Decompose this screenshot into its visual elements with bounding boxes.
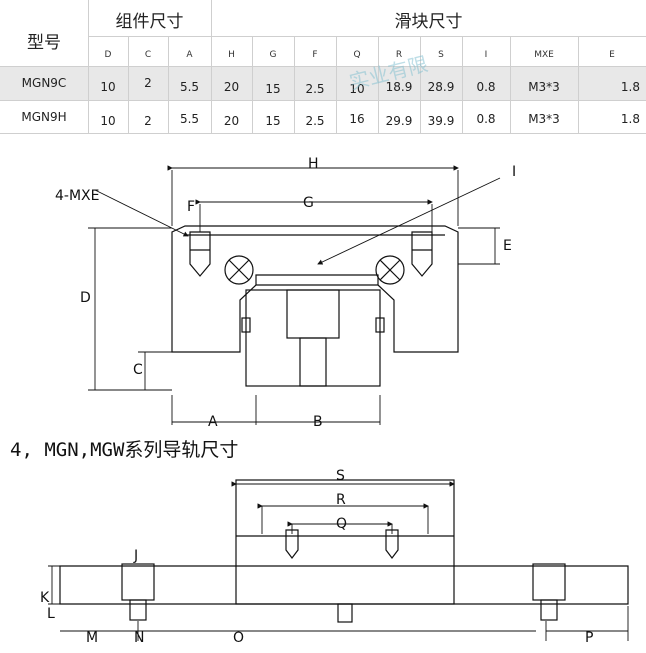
row1-s: 28.9 xyxy=(427,80,455,94)
label-4-mxe: 4-MXE xyxy=(55,188,99,204)
row1-i: 0.8 xyxy=(476,80,496,94)
label-m: M xyxy=(86,630,98,646)
label-q: Q xyxy=(336,516,347,532)
row1-g: 15 xyxy=(265,82,281,96)
label-n: N xyxy=(134,630,144,646)
top-screw-right xyxy=(385,529,399,559)
group-header: 组件尺寸 xyxy=(115,11,184,32)
row1-r: 18.9 xyxy=(385,80,413,94)
label-l: L xyxy=(47,606,55,622)
label-e: E xyxy=(503,238,512,254)
label-h: H xyxy=(308,156,319,172)
ball-left xyxy=(224,255,254,285)
rail-outline xyxy=(59,565,629,605)
row2-a: 5.5 xyxy=(179,112,200,126)
row2-model: MGN9H xyxy=(21,110,67,124)
grid-line xyxy=(0,66,646,67)
rail-center-block xyxy=(286,289,340,339)
col-header-e: E xyxy=(609,50,615,60)
row2-i: 0.8 xyxy=(476,112,496,126)
row2-c: 2 xyxy=(144,114,152,128)
grid-line xyxy=(88,0,89,133)
label-g: G xyxy=(303,195,314,211)
label-b: B xyxy=(313,414,323,430)
grid-line xyxy=(420,36,421,133)
top-screw-left xyxy=(285,529,299,559)
row1-f: 2.5 xyxy=(305,82,325,96)
row1-c: 2 xyxy=(144,76,152,90)
row1-model: MGN9C xyxy=(21,76,67,90)
slider-cross-section-diagram: 4-MXE H F G I E D C A B xyxy=(55,156,516,430)
row2-q: 16 xyxy=(349,112,365,126)
grid-line xyxy=(462,36,463,133)
row1-e: 1.8 xyxy=(620,80,640,94)
row2-s: 39.9 xyxy=(427,114,455,128)
grid-line xyxy=(510,36,511,133)
label-s: S xyxy=(336,468,345,484)
grid-line xyxy=(294,36,295,133)
row2-e: 1.8 xyxy=(620,112,640,126)
col-header-i: I xyxy=(484,50,488,60)
row2-f: 2.5 xyxy=(305,114,325,128)
section-title: 4, MGN,MGW系列导轨尺寸 xyxy=(10,439,239,461)
rail-hole-middle xyxy=(337,603,353,623)
grid-line xyxy=(578,36,579,133)
row2-mxe: M3*3 xyxy=(528,112,560,126)
row1-d: 10 xyxy=(100,80,116,94)
grid-line xyxy=(211,0,212,133)
grid-line xyxy=(0,100,646,101)
label-d: D xyxy=(80,290,91,306)
grid-line xyxy=(168,36,169,133)
row2-g: 15 xyxy=(265,114,281,128)
col-header-h: H xyxy=(228,50,235,60)
grid-line xyxy=(88,36,646,37)
label-j: J xyxy=(133,548,138,564)
label-p: P xyxy=(585,630,593,646)
rail-hole-right xyxy=(532,563,566,601)
row1-mxe: M3*3 xyxy=(528,80,560,94)
spec-table: 型号 组件尺寸 滑块尺寸 D C A H G F Q R S I MXE E M… xyxy=(0,0,646,140)
row2-r: 29.9 xyxy=(385,114,413,128)
label-c: C xyxy=(133,362,143,378)
label-o: O xyxy=(233,630,244,646)
label-f: F xyxy=(187,199,195,215)
model-header: 型号 xyxy=(27,32,61,53)
col-header-g: G xyxy=(269,50,277,60)
row1-q: 10 xyxy=(349,82,365,96)
col-header-q: Q xyxy=(353,50,361,60)
row-highlight xyxy=(0,66,646,100)
rail-hole-left xyxy=(121,563,155,601)
rail-stem xyxy=(299,337,327,387)
label-i: I xyxy=(512,164,516,180)
label-a: A xyxy=(208,414,218,430)
screw-left xyxy=(189,231,211,277)
row2-h: 20 xyxy=(223,114,240,128)
grid-line xyxy=(0,133,646,134)
grid-line xyxy=(252,36,253,133)
col-header-f: F xyxy=(312,50,318,60)
col-header-d: D xyxy=(104,50,112,60)
ball-right xyxy=(375,255,405,285)
row2-d: 10 xyxy=(100,114,116,128)
col-header-r: R xyxy=(395,50,403,60)
slider-outline xyxy=(171,225,459,353)
row1-a: 5.5 xyxy=(179,80,200,94)
col-header-mxe: MXE xyxy=(534,50,554,60)
label-r: R xyxy=(336,492,346,508)
col-header-s: S xyxy=(438,50,444,60)
grid-line xyxy=(336,36,337,133)
slider-header: 滑块尺寸 xyxy=(394,11,463,32)
screw-right xyxy=(411,231,433,277)
col-header-a: A xyxy=(186,50,193,60)
col-header-c: C xyxy=(144,50,152,60)
rail-side-view-diagram: S R Q J K L M N O P xyxy=(40,468,629,646)
row1-h: 20 xyxy=(223,80,240,94)
grid-line xyxy=(378,36,379,133)
label-k: K xyxy=(40,590,50,606)
grid-line xyxy=(128,36,129,133)
